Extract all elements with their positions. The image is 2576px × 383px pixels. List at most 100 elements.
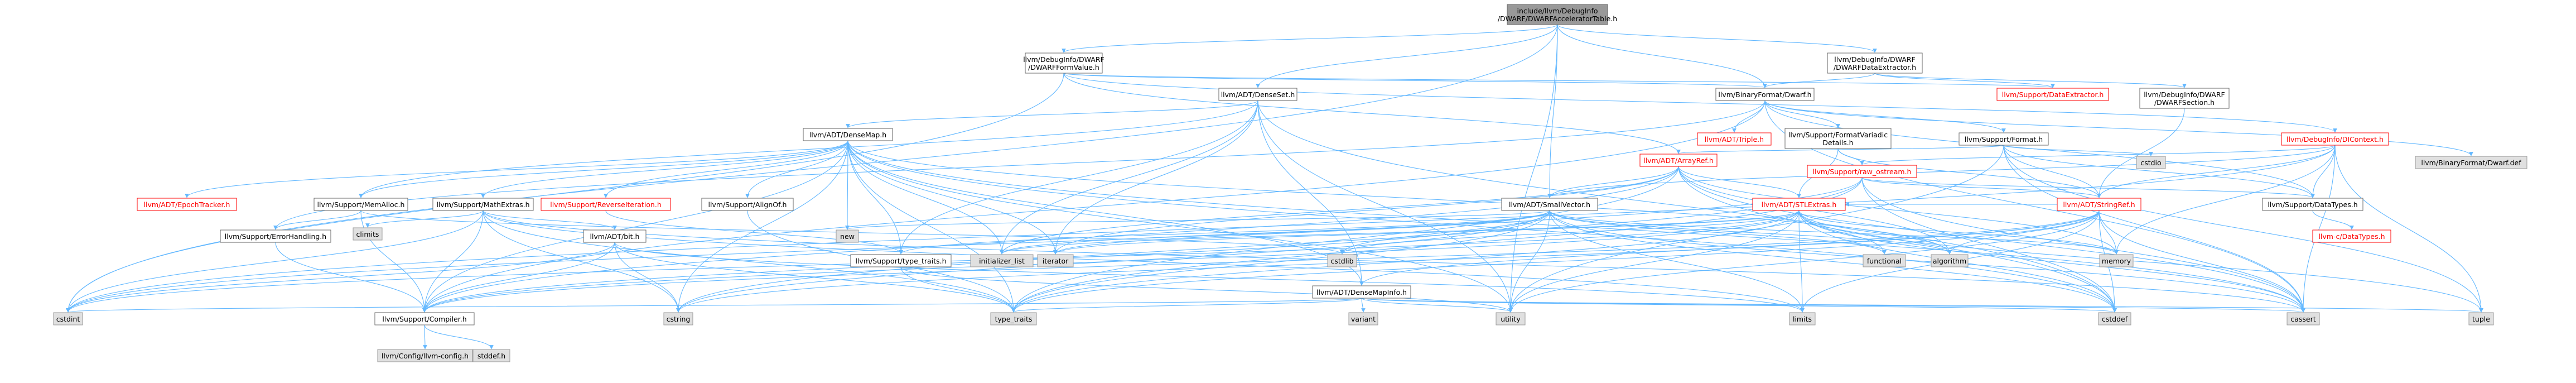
node-label: llvm/ADT/ArrayRef.h (1643, 156, 1714, 165)
edge-smallvector-to-new (845, 210, 1550, 230)
node-box (1958, 132, 2049, 146)
node-root[interactable]: include/llvm/DebugInfo/DWARF/DWARFAccele… (1498, 4, 1617, 25)
node-llvm-config[interactable]: llvm/Config/llvm-config.h (377, 349, 473, 362)
node-densemapinfo[interactable]: llvm/ADT/DenseMapInfo.h (1312, 285, 1411, 299)
node-box (1931, 254, 1969, 267)
node-cassert[interactable]: cassert (2286, 312, 2320, 325)
node-label: /DWARFFormValue.h (1028, 63, 1099, 71)
edge-bit_h-to-cstdint (66, 242, 615, 313)
node-c-datatypes[interactable]: llvm-c/DataTypes.h (2312, 229, 2391, 243)
node-box (1715, 88, 1815, 101)
node-label: llvm/Support/type_traits.h (855, 257, 946, 265)
node-box (472, 349, 510, 362)
edge-smallvector-to-limits (1549, 210, 1805, 313)
edge-root-to-dataextractor (1557, 24, 1877, 53)
node-compiler[interactable]: llvm/Support/Compiler.h (374, 312, 475, 325)
edge-bit_h-to-compiler (422, 242, 615, 313)
node-box (1025, 52, 1103, 74)
node-memalloc[interactable]: llvm/Support/MemAlloc.h (313, 198, 408, 211)
node-adt-triple[interactable]: llvm/ADT/Triple.h (1697, 132, 1772, 146)
node-dwarf-def[interactable]: llvm/BinaryFormat/Dwarf.def (2415, 156, 2527, 169)
node-tuple[interactable]: tuple (2468, 312, 2494, 325)
node-densemap-set[interactable]: llvm/ADT/DenseSet.h (1218, 88, 1297, 101)
edge-stringref-to-cassert (2099, 210, 2305, 313)
node-box (2468, 312, 2494, 325)
node-type-traits-llvm[interactable]: llvm/Support/type_traits.h (850, 254, 952, 267)
node-utility[interactable]: utility (1496, 312, 1526, 325)
node-box (353, 227, 383, 241)
node-iterator[interactable]: iterator (1037, 254, 1074, 267)
node-cstdlib[interactable]: cstdlib (1327, 254, 1357, 267)
node-cstring[interactable]: cstring (663, 312, 693, 325)
node-functional[interactable]: functional (1863, 254, 1906, 267)
node-variant[interactable]: variant (1348, 312, 1378, 325)
node-mathextras[interactable]: llvm/Support/MathExtras.h (432, 198, 534, 211)
node-densemap[interactable]: llvm/ADT/DenseMap.h (803, 128, 893, 141)
node-dwarfsection[interactable]: llvm/DebugInfo/DWARF/DWARFSection.h (2139, 88, 2230, 109)
node-label: cstdlib (1330, 257, 1353, 265)
node-memory[interactable]: memory (2099, 254, 2134, 267)
edge-smallvector-to-type_traits_llvm (899, 210, 1550, 255)
node-cstddef[interactable]: cstddef (2098, 312, 2131, 325)
edge-smallvector-to-functional (1549, 210, 1887, 255)
node-stringref[interactable]: llvm/ADT/StringRef.h (2057, 198, 2141, 211)
node-stlextras[interactable]: llvm/ADT/STLExtras.h (1752, 198, 1846, 211)
edge-smallvector-to-cassert (1549, 210, 2305, 313)
node-type-traits[interactable]: type_traits (990, 312, 1037, 325)
edge-mathextras-to-climits (365, 210, 484, 228)
node-dataextractor[interactable]: llvm/DebugInfo/DWARF/DWARFDataExtractor.… (1827, 52, 1923, 74)
node-cstdint[interactable]: cstdint (53, 312, 83, 325)
node-label: /DWARFSection.h (2154, 98, 2215, 107)
edge-arrayref-to-stlextras (1678, 166, 1801, 198)
edge-arrayref-to-smallvector (1547, 166, 1679, 198)
node-new[interactable]: new (836, 229, 859, 243)
edge-densemap-to-reverseiteration (604, 140, 848, 198)
node-dwarf-h[interactable]: llvm/BinaryFormat/Dwarf.h (1715, 88, 1815, 101)
edge-formatvariadic-to-raw_ostream (1837, 148, 1864, 165)
node-label: llvm/Support/raw_ostream.h (1813, 167, 1912, 176)
node-dicontext[interactable]: llvm/DebugInfo/DIContext.h (2281, 132, 2389, 146)
edge-stlextras-to-type_traits (1011, 210, 1800, 313)
node-bit-h[interactable]: llvm/ADT/bit.h (583, 229, 647, 243)
node-support-format[interactable]: llvm/Support/Format.h (1958, 132, 2049, 146)
node-cstdio[interactable]: cstdio (2136, 156, 2166, 169)
edge-densemap-to-algorithm (847, 140, 1952, 255)
edge-reverseiteration-to-type_traits_llvm (605, 210, 903, 255)
node-box (1496, 312, 1526, 325)
node-arrayref[interactable]: llvm/ADT/ArrayRef.h (1639, 154, 1718, 167)
edge-smallvector-to-utility (1508, 210, 1550, 313)
edge-densemap-to-mathextras (481, 140, 848, 198)
edge-stlextras-to-algorithm (1798, 210, 1952, 255)
node-label: llvm/Support/DataExtractor.h (2002, 90, 2104, 99)
node-climits[interactable]: climits (353, 227, 383, 241)
node-stddef-h[interactable]: stddef.h (472, 349, 510, 362)
edge-raw_ostream-to-cstdint (66, 177, 1863, 313)
node-errorhandling[interactable]: llvm/Support/ErrorHandling.h (220, 229, 331, 243)
edge-support_format-to-utility (1508, 145, 2004, 313)
node-label: llvm/ADT/Triple.h (1705, 135, 1764, 143)
node-label: llvm/DebugInfo/DWARF (1023, 55, 1104, 64)
node-initializer-list[interactable]: initializer_list (970, 254, 1034, 267)
node-datatypes[interactable]: llvm/Support/DataTypes.h (2262, 198, 2363, 211)
edge-type_traits_llvm-to-type_traits (900, 266, 1016, 313)
node-formvalue[interactable]: llvm/DebugInfo/DWARF/DWARFFormValue.h (1023, 52, 1104, 74)
edge-support_format-to-stringref (2003, 145, 2101, 198)
node-label: llvm/ADT/SmallVector.h (1509, 200, 1590, 209)
node-label: llvm/Support/ReverseIteration.h (550, 200, 662, 209)
node-box (1218, 88, 1297, 101)
node-box (2139, 88, 2230, 109)
node-support-dataextractor[interactable]: llvm/Support/DataExtractor.h (1996, 88, 2109, 101)
node-reverseiteration[interactable]: llvm/Support/ReverseIteration.h (541, 198, 671, 211)
node-alignof[interactable]: llvm/Support/AlignOf.h (701, 198, 794, 211)
node-label: llvm/ADT/StringRef.h (2063, 200, 2135, 209)
node-epochtracker[interactable]: llvm/ADT/EpochTracker.h (137, 198, 237, 211)
node-smallvector[interactable]: llvm/ADT/SmallVector.h (1501, 198, 1598, 211)
edge-stringref-to-compiler (422, 210, 2100, 313)
node-limits[interactable]: limits (1789, 312, 1816, 325)
edge-smallvector-to-cstddef (1549, 210, 2117, 313)
edge-stringref-to-cstring (676, 210, 2100, 313)
node-raw-ostream[interactable]: llvm/Support/raw_ostream.h (1807, 165, 1917, 178)
node-algorithm[interactable]: algorithm (1931, 254, 1969, 267)
node-label: llvm/Support/MemAlloc.h (317, 200, 405, 209)
